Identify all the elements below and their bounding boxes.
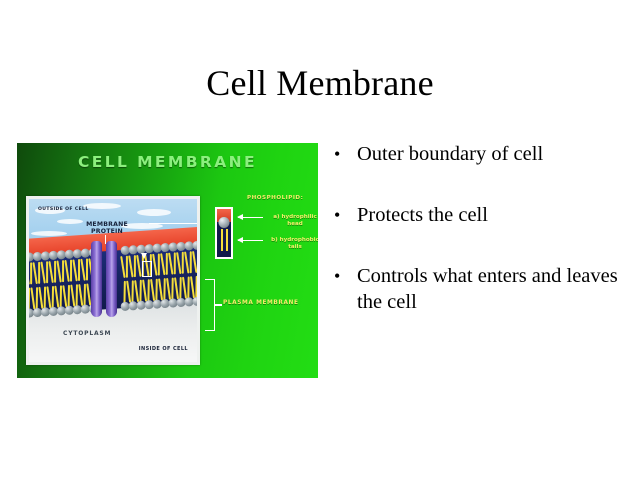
cloud-icon: [31, 231, 67, 236]
phospholipid-tail: [155, 278, 158, 301]
label-hydrophilic-head: a) hydrophilic head: [273, 214, 317, 227]
phospholipid-tail: [62, 285, 68, 308]
phospholipid-head: [192, 296, 197, 307]
list-item-label: Protects the cell: [357, 204, 488, 226]
phospholipid-tail: [70, 259, 73, 282]
arrow-to-hydrophilic-head-icon: [237, 214, 263, 220]
phospholipid-tail: [51, 285, 55, 308]
phospholipid-tail: [189, 276, 196, 299]
phospholipid-tail: [46, 261, 49, 284]
phospholipid-tail: [120, 255, 126, 279]
bullet-list: • Outer boundary of cell • Protects the …: [334, 141, 626, 315]
cloud-icon: [137, 209, 171, 216]
membrane-protein-channel: [91, 241, 102, 317]
phospholipid-tail: [131, 280, 134, 303]
phospholipid-tail: [86, 258, 89, 281]
phospholipid-tail: [29, 287, 31, 310]
phospholipid-tail: [134, 280, 140, 303]
phospholipid-tail: [38, 261, 41, 284]
list-item: • Controls what enters and leaves the ce…: [334, 263, 626, 315]
phospholipid-tail: [181, 276, 188, 299]
inset-callout-leader: [149, 223, 197, 267]
label-phospholipid: PHOSPHOLIPID:: [247, 195, 304, 201]
label-outside-of-cell: OUTSIDE OF CELL: [38, 207, 89, 212]
inset-hydrophobic-tail: [226, 229, 228, 251]
phospholipid-tail: [198, 251, 200, 273]
phospholipid-tail: [64, 259, 70, 282]
phospholipid-tail: [56, 260, 62, 283]
membrane-protein-channel: [106, 241, 117, 317]
phospholipid-tail: [198, 276, 200, 298]
phospholipid-tail: [179, 277, 182, 300]
phospholipid-tail: [166, 277, 172, 300]
phospholipid-tail: [48, 260, 54, 284]
phospholipid-tail: [171, 277, 174, 300]
bullet-marker-icon: •: [334, 205, 341, 225]
phospholipid-tail: [80, 258, 86, 281]
list-item: • Outer boundary of cell: [334, 141, 626, 167]
phospholipid-tail: [187, 276, 190, 299]
plasma-membrane-bracket-stem: [215, 304, 222, 306]
bullet-marker-icon: •: [334, 266, 341, 286]
label-hydrophobic-tails: b) hydrophobic tails: [271, 237, 318, 250]
phospholipid-tail: [139, 279, 142, 302]
phospholipid-tail: [62, 260, 65, 283]
phospholipid-tail: [38, 286, 44, 309]
phospholipid-tail: [67, 284, 70, 307]
plasma-membrane-bracket: [205, 279, 215, 331]
phospholipid-tail: [32, 262, 38, 285]
inset-hydrophilic-head: [218, 217, 230, 228]
cloud-icon: [83, 203, 121, 209]
list-item: • Protects the cell: [334, 202, 626, 228]
phospholipid-tail: [147, 279, 150, 302]
list-item-label: Outer boundary of cell: [357, 143, 544, 165]
arrow-to-hydrophobic-tails-icon: [237, 237, 263, 243]
phospholipid-tail: [126, 280, 132, 303]
phospholipid-tail: [30, 287, 36, 310]
phospholipid-tail: [43, 286, 47, 309]
label-cytoplasm: CYTOPLASM: [63, 330, 112, 337]
phospholipid-tail: [163, 278, 166, 301]
phospholipid-tail: [174, 277, 180, 300]
bullet-marker-icon: •: [334, 144, 341, 164]
phospholipid-tail: [195, 275, 197, 298]
phospholipid-tail: [150, 278, 156, 302]
phospholipid-tail: [54, 260, 57, 283]
phospholipid-tail: [133, 255, 136, 278]
protein-pointer-line: [105, 235, 106, 244]
phospholipid-tail: [123, 280, 126, 303]
cloud-icon: [57, 219, 83, 224]
phospholipid-tail: [40, 261, 46, 284]
phospholipid-tail: [78, 283, 84, 307]
phospholipid-inset-diagram: [215, 207, 233, 259]
inset-callout-highlight-box: [142, 261, 152, 277]
phospholipid-tail: [75, 284, 78, 307]
phospholipid-tail: [72, 259, 78, 282]
figure-card: OUTSIDE OF CELL MEMBRANE PROTEIN CYTOPLA…: [26, 196, 200, 365]
list-item-label: Controls what enters and leaves the cell: [357, 265, 618, 313]
phospholipid-tail: [78, 259, 81, 282]
phospholipid-tail: [70, 284, 76, 307]
phospholipid-tail: [54, 285, 60, 308]
diagram-heading: CELL MEMBRANE: [77, 153, 258, 171]
cell-membrane-diagram-image: CELL MEMBRANE OU: [17, 143, 318, 378]
phospholipid-tail: [30, 262, 33, 285]
cloud-icon: [121, 223, 163, 229]
cloud-icon: [35, 207, 65, 214]
phospholipid-tail: [128, 255, 134, 278]
phospholipid-tail: [59, 285, 63, 308]
phospholipid-tail: [158, 278, 164, 301]
phospholipid-tail: [142, 279, 148, 302]
inset-callout-arrow-icon: [141, 253, 147, 259]
phospholipid-tail: [125, 255, 128, 278]
label-inside-of-cell: INSIDE OF CELL: [138, 346, 188, 352]
phospholipid-tail: [46, 286, 52, 309]
label-plasma-membrane: PLASMA MEMBRANE: [223, 300, 299, 306]
phospholipid-tail: [83, 283, 86, 306]
phospholipid-tail: [35, 287, 39, 310]
page-title: Cell Membrane: [206, 63, 434, 103]
inset-hydrophobic-tail: [221, 229, 223, 251]
label-membrane-protein: MEMBRANE PROTEIN: [86, 221, 128, 236]
